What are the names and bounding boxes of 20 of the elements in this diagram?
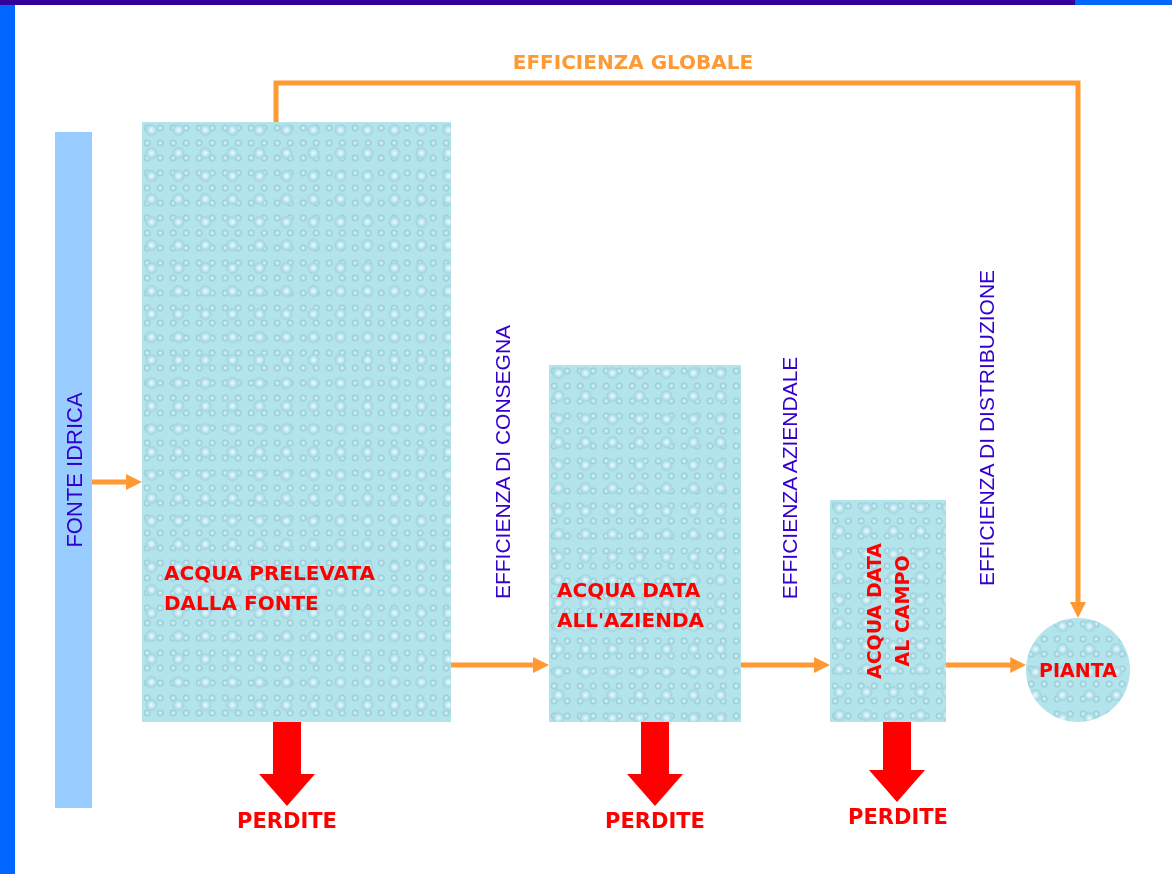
water-block [142, 122, 451, 722]
source-bar [55, 132, 92, 808]
loss-arrow [259, 722, 315, 806]
flow-arrow [946, 657, 1027, 673]
flow-arrow [741, 657, 830, 673]
loss-label: PERDITE [225, 806, 349, 838]
loss-label: PERDITE [593, 806, 717, 838]
water-block [830, 500, 946, 722]
block-label: ACQUA DATA AL CAMPO [862, 541, 914, 682]
loss-arrow [869, 722, 925, 802]
flow-arrow [273, 80, 1086, 618]
block-label: ACQUA DATA ALL'AZIENDA [557, 577, 705, 634]
plant-label: PIANTA [1039, 657, 1117, 683]
flow-arrow [92, 474, 142, 490]
block-label: ACQUA PRELEVATA DALLA FONTE [164, 560, 376, 617]
flow-arrow [451, 657, 549, 673]
loss-label: PERDITE [836, 802, 960, 834]
loss-arrow [627, 722, 683, 806]
source-label: FONTE IDRICA [60, 392, 87, 548]
water-block [549, 365, 741, 722]
